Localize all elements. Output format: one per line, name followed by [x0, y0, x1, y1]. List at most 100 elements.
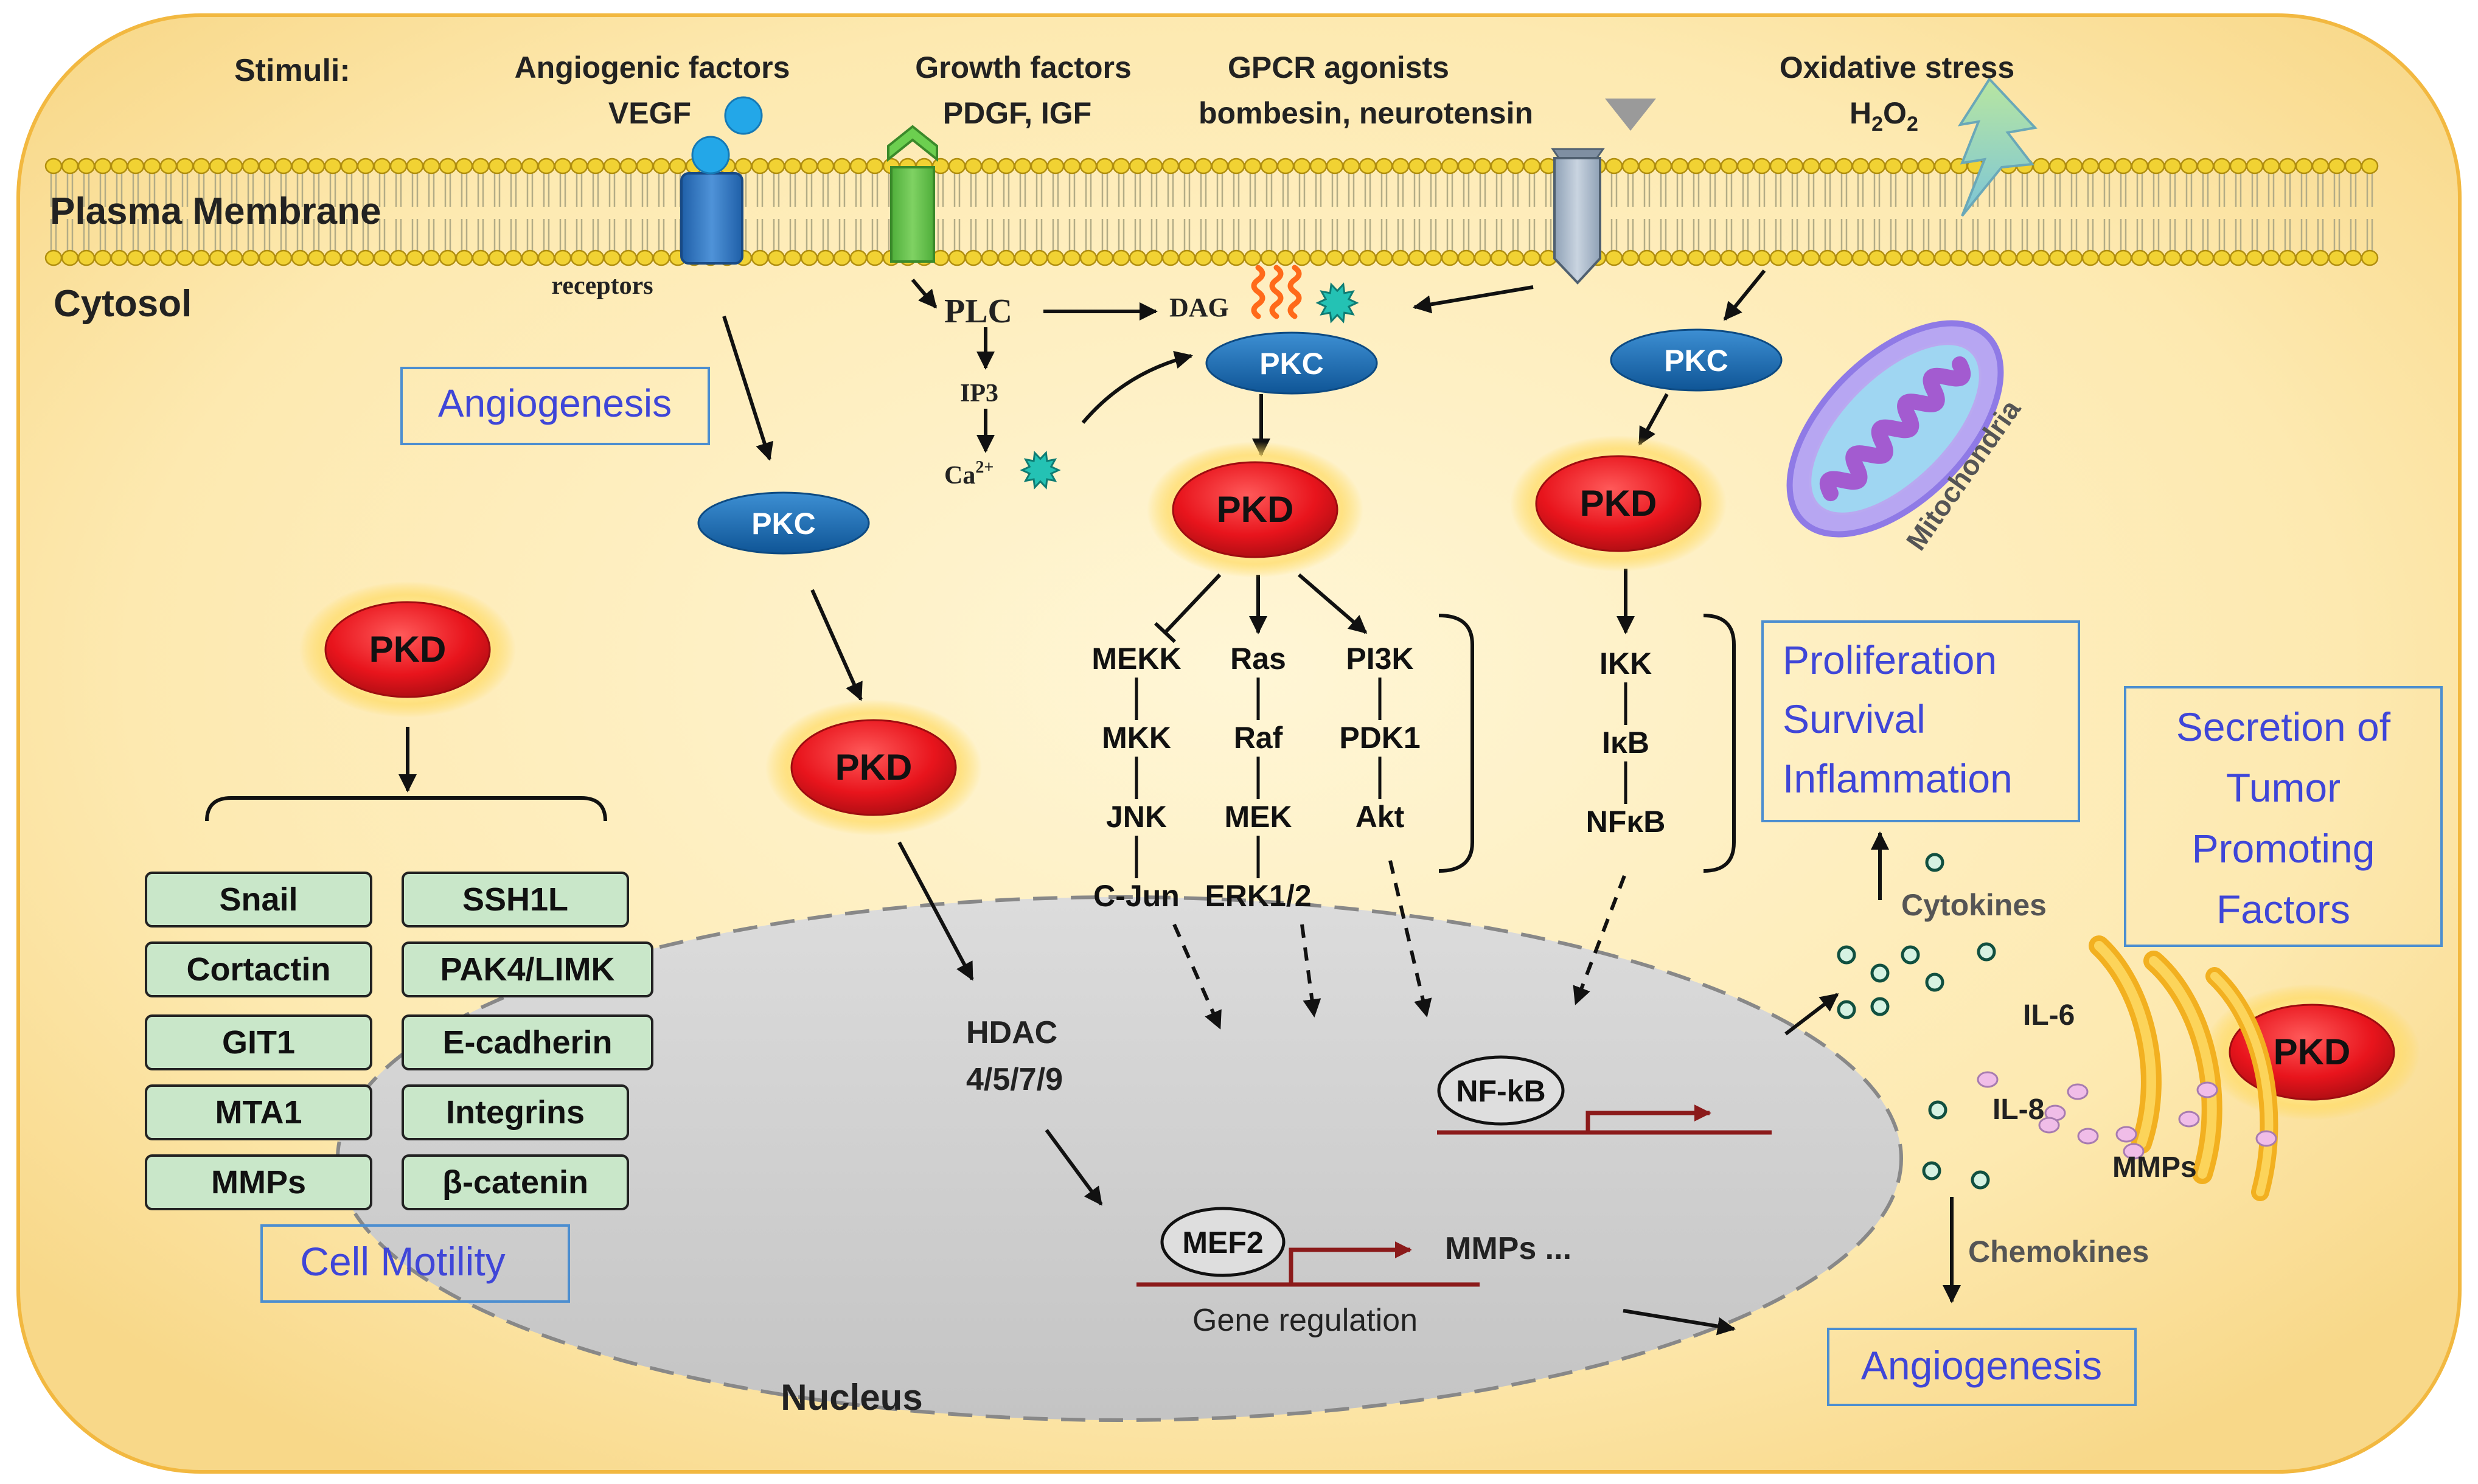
- svg-text:PAK4/LIMK: PAK4/LIMK: [440, 951, 614, 988]
- svg-text:PKD: PKD: [835, 747, 913, 788]
- proliferation-box: [1761, 620, 2080, 822]
- receptors-label: receptors: [551, 272, 653, 300]
- oxidative-stress-detail: H2O2: [1850, 96, 1918, 136]
- svg-text:GIT1: GIT1: [222, 1024, 295, 1061]
- svg-text:PKC: PKC: [751, 507, 816, 541]
- motility-target-box: β-catenin: [402, 1154, 629, 1210]
- motility-target-box: SSH1L: [402, 872, 629, 928]
- angiogenesis-top-box: [400, 367, 710, 445]
- secretion-box: [2124, 686, 2443, 947]
- nfkb-factor-label: NF-kB: [1456, 1074, 1545, 1108]
- secretion-line1: Secretion of: [2176, 704, 2391, 749]
- plc-label: PLC: [944, 293, 1012, 330]
- svg-text:β-catenin: β-catenin: [442, 1164, 588, 1201]
- secretory-vesicle: [2067, 1083, 2089, 1100]
- svg-text:PKD: PKD: [369, 629, 447, 670]
- cytokine-particle: [1925, 853, 1944, 872]
- signaling-arrows: [398, 269, 1961, 1336]
- secretion-line2: Tumor: [2226, 765, 2341, 810]
- jnk-cascade-item-2: JNK: [1106, 800, 1167, 834]
- nfkb-cascade-item-1: IκB: [1602, 726, 1649, 760]
- motility-target-box: PAK4/LIMK: [402, 941, 653, 997]
- plasma-membrane-label: Plasma Membrane: [50, 190, 381, 232]
- erk-cascade-item-3: ERK1/2: [1205, 879, 1311, 913]
- angiogenic-factors-detail: VEGF: [608, 96, 691, 130]
- kinase-cascades: MEKKMKKJNKC-JunRasRafMEKERK1/2PI3KPDK1Ak…: [1091, 642, 1665, 913]
- jnk-cascade-item-0: MEKK: [1091, 642, 1181, 676]
- akt-cascade-item-1: PDK1: [1339, 721, 1420, 755]
- mmps-output-label: MMPs ...: [1445, 1231, 1571, 1266]
- mitochondria-organelle: [1786, 320, 2004, 538]
- erk-cascade-item-2: MEK: [1224, 800, 1292, 834]
- nfkb-factor: [1437, 1055, 1565, 1126]
- svg-text:MTA1: MTA1: [215, 1094, 302, 1131]
- secretory-vesicle: [2038, 1117, 2060, 1134]
- mef2-promoter: [1136, 1241, 1480, 1287]
- angiogenesis-top-text: Angiogenesis: [438, 381, 672, 425]
- motility-target-box: MMPs: [145, 1154, 372, 1210]
- cytokine-particle: [1925, 973, 1944, 992]
- pkd-motility: PKD: [299, 581, 516, 718]
- jnk-cascade-item-3: C-Jun: [1093, 879, 1180, 913]
- cytokine-particle: [1837, 945, 1856, 965]
- secretory-vesicle: [2196, 1081, 2218, 1098]
- svg-text:Cortactin: Cortactin: [186, 951, 330, 988]
- nfkb-promoter: [1437, 1104, 1772, 1135]
- motility-target-box: Snail: [145, 872, 372, 928]
- mef2-label: MEF2: [1182, 1226, 1263, 1260]
- svg-text:Snail: Snail: [219, 881, 298, 918]
- il8-label: IL-8: [1992, 1094, 2044, 1126]
- oxidative-stress-title: Oxidative stress: [1780, 50, 2014, 85]
- nucleus-label: Nucleus: [781, 1377, 922, 1418]
- hdac-label: HDAC: [966, 1015, 1057, 1050]
- mapk-bracket: [1438, 614, 1474, 873]
- cytosol-label: Cytosol: [54, 283, 192, 325]
- secretory-vesicle: [2178, 1111, 2200, 1128]
- angiogenic-factors-title: Angiogenic factors: [515, 50, 790, 85]
- hdac-isoforms-label: 4/5/7/9: [966, 1062, 1063, 1097]
- cytokine-particle: [1971, 1170, 1990, 1190]
- cytokine-particle: [1928, 1100, 1947, 1120]
- akt-cascade-item-0: PI3K: [1346, 642, 1413, 676]
- motility-target-box: E-cadherin: [402, 1014, 653, 1070]
- motility-target-box: Cortactin: [145, 941, 372, 997]
- angiogenesis-bottom-text: Angiogenesis: [1861, 1343, 2102, 1388]
- calcium-icon: [1020, 451, 1061, 490]
- motility-target-box: Integrins: [402, 1084, 629, 1140]
- motility-bracket: [205, 796, 607, 822]
- golgi-icon: [2089, 935, 2278, 1201]
- cytokine-particle: [1922, 1161, 1941, 1181]
- il6-label: IL-6: [2023, 999, 2075, 1032]
- jnk-cascade-item-1: MKK: [1102, 721, 1171, 755]
- svg-text:SSH1L: SSH1L: [462, 881, 568, 918]
- gpcr-agonists-detail: bombesin, neurotensin: [1199, 96, 1533, 130]
- dag-label: DAG: [1169, 293, 1229, 322]
- pkd-oxidative: PKD: [1510, 435, 1727, 572]
- pkd-angiogenic: PKD: [765, 699, 982, 836]
- gpcr-receptor: [1551, 99, 1656, 285]
- cytokines-label: Cytokines: [1901, 888, 2047, 922]
- proliferation-text: Proliferation: [1783, 637, 1997, 682]
- secretion-line3: Promoting: [2192, 826, 2375, 871]
- dag-lipids-icon: [1251, 265, 1302, 319]
- ca-label: Ca2+: [944, 458, 994, 490]
- nfkb-cascade-item-2: NFκB: [1586, 805, 1666, 839]
- akt-cascade-item-2: Akt: [1356, 800, 1405, 834]
- cell-motility-text: Cell Motility: [300, 1239, 505, 1284]
- cytokine-particle: [1837, 1000, 1856, 1019]
- growth-factors-title: Growth factors: [915, 50, 1132, 85]
- cytokine-particle: [1977, 942, 1996, 962]
- svg-text:E-cadherin: E-cadherin: [442, 1024, 612, 1061]
- pkc-membrane: PKC: [1205, 331, 1378, 395]
- erk-cascade-item-1: Raf: [1234, 721, 1283, 755]
- pkc-angiogenic: PKC: [697, 491, 870, 555]
- ip3-label: IP3: [960, 380, 998, 407]
- oxidative-stress-bolt: [1957, 77, 2038, 217]
- secretory-vesicle: [2255, 1130, 2277, 1147]
- motility-target-box: MTA1: [145, 1084, 372, 1140]
- svg-text:PKD: PKD: [1217, 489, 1294, 530]
- secretory-vesicle: [2123, 1143, 2145, 1160]
- vegf-receptor: [680, 96, 763, 265]
- cytokine-particle: [1870, 963, 1890, 983]
